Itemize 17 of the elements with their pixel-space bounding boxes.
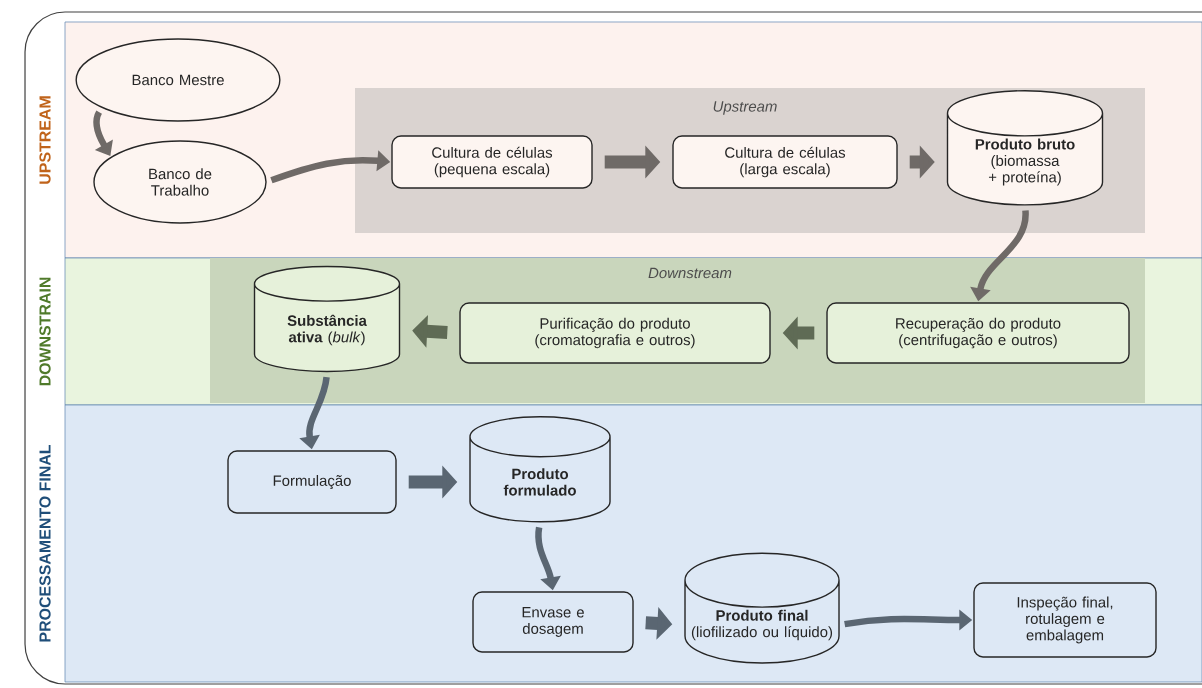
product-cylinder: Produto formulado <box>469 416 611 523</box>
product-cylinder: Substância ativa (bulk) <box>253 265 401 373</box>
arrow <box>93 110 113 156</box>
process-box: Cultura de células (larga escala) <box>672 135 898 189</box>
process-box: Cultura de células (pequena escala) <box>391 135 593 189</box>
panel-title: Downstream <box>648 267 732 279</box>
lane-label: PROCESSAMENTO FINAL <box>39 444 51 642</box>
process-box: Inspeção final, rotulagem e embalagem <box>973 582 1157 658</box>
process-box: Recuperação do produto (centrifugação e outros) <box>826 302 1130 364</box>
lane-label: UPSTREAM <box>39 96 51 184</box>
lane-label: DOWNSTRAIN <box>39 277 51 386</box>
product-cylinder: Produto final (liofilizado ou líquido) <box>684 552 840 664</box>
process-box: Purificação do produto (cromatografia e outros) <box>459 302 771 364</box>
process-box: Envase e dosagem <box>472 591 634 653</box>
panel-title: Upstream <box>713 101 777 115</box>
product-cylinder: Produto bruto (biomassa + proteína) <box>946 90 1104 206</box>
process-box: Formulação <box>227 450 397 514</box>
